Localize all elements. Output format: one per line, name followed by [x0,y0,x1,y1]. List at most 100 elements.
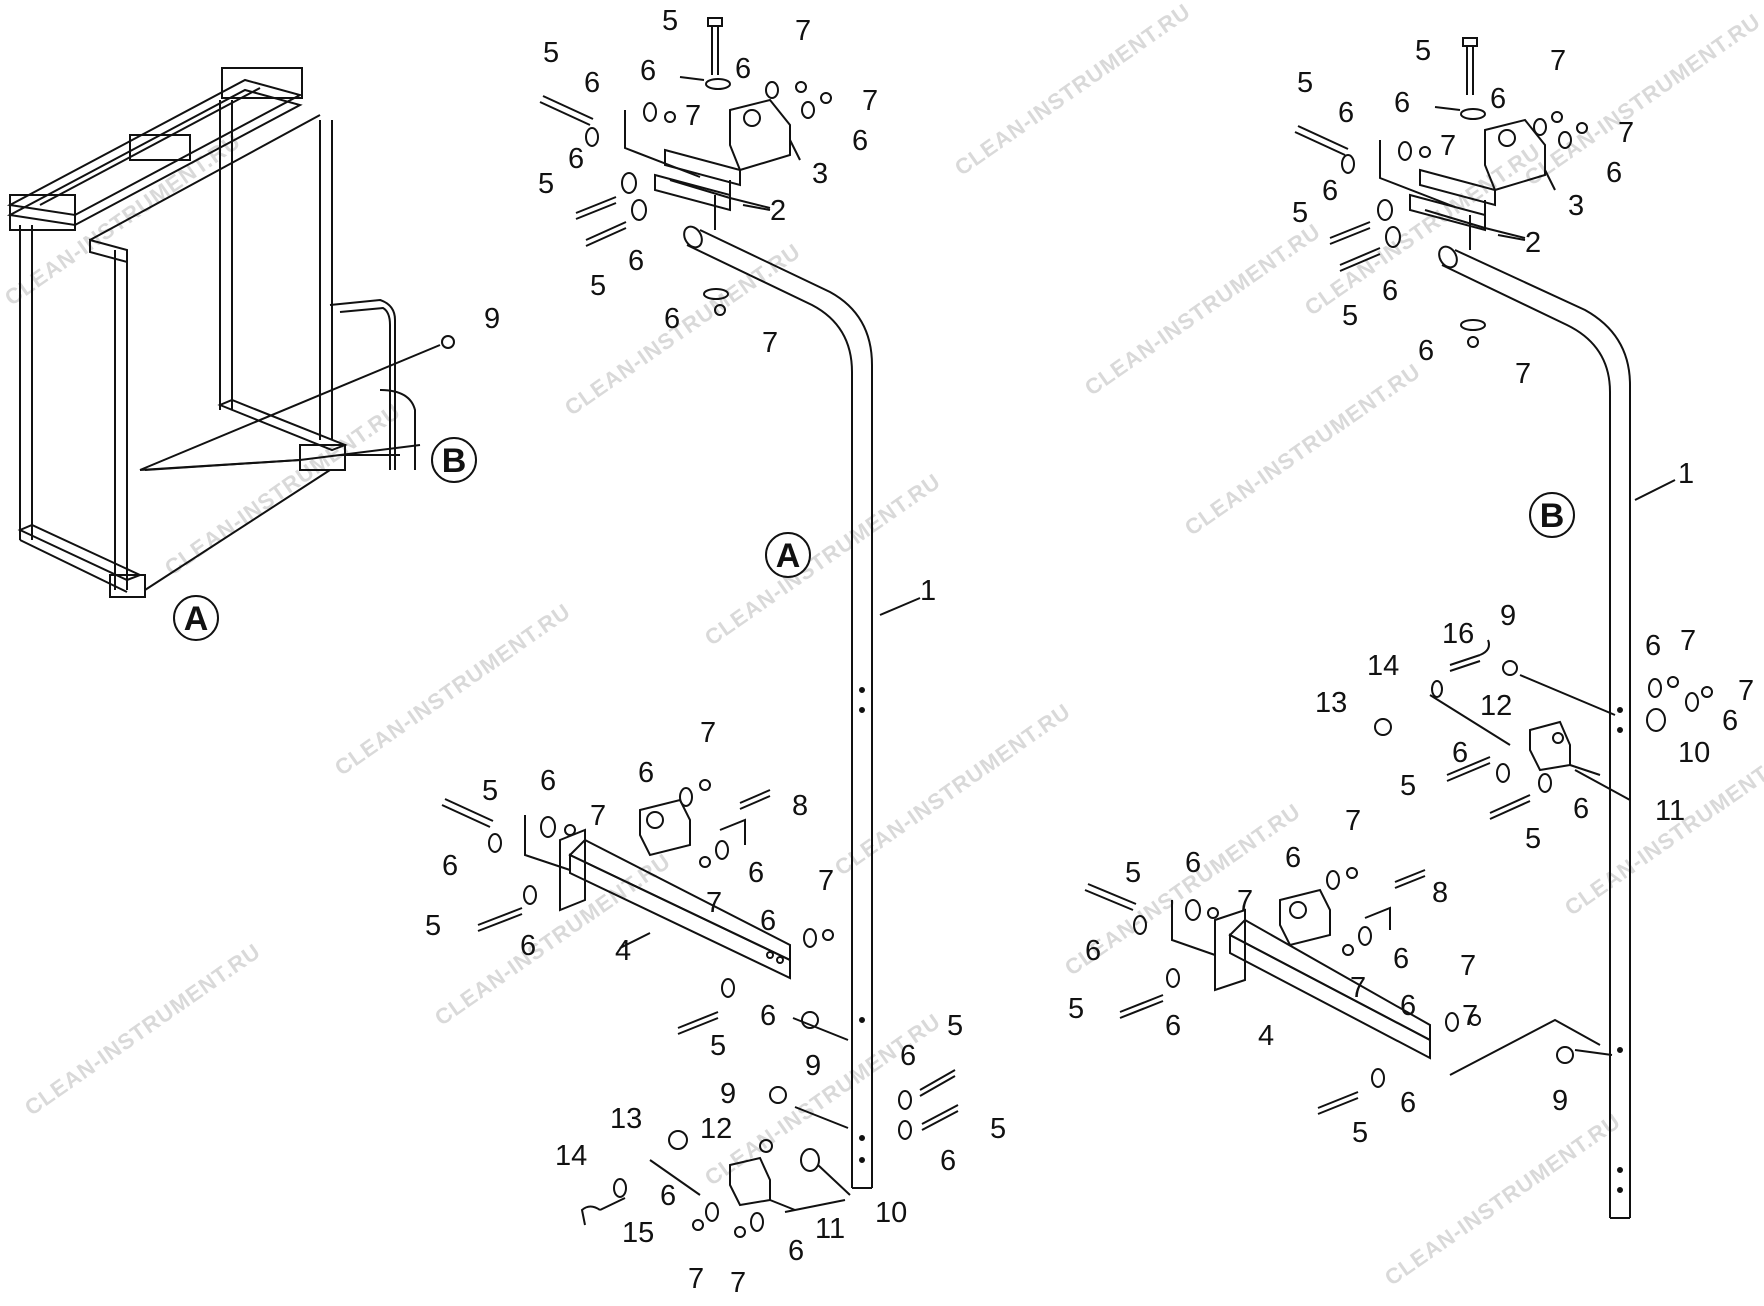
callout-7: 7 [730,1267,746,1299]
callout-6: 6 [1185,847,1201,879]
view-label-text: A [184,600,209,638]
callout-5: 5 [710,1030,726,1062]
callout-7: 7 [700,717,716,749]
callout-6: 6 [760,905,776,937]
callout-6: 6 [852,125,868,157]
callout-7: 7 [688,1263,704,1295]
callout-7: 7 [1618,117,1634,149]
callout-13: 13 [610,1103,642,1135]
callout-6: 6 [940,1145,956,1177]
callout-6: 6 [1606,157,1622,189]
callout-6: 6 [584,67,600,99]
callout-15: 15 [622,1217,654,1249]
callout-12: 12 [700,1113,732,1145]
callout-3: 3 [812,158,828,190]
view-label-text: A [776,537,801,575]
callout-6: 6 [1645,630,1661,662]
callout-7: 7 [762,327,778,359]
view-label-a-overview: A [173,595,219,641]
callout-9: 9 [720,1078,736,1110]
callout-7: 7 [1237,885,1253,917]
callout-5: 5 [425,910,441,942]
callout-5: 5 [538,168,554,200]
callout-9: 9 [1552,1085,1568,1117]
callout-6: 6 [1573,793,1589,825]
callout-14: 14 [555,1140,587,1172]
callout-3: 3 [1568,190,1584,222]
callout-6: 6 [900,1040,916,1072]
callout-5: 5 [1292,197,1308,229]
callout-5: 5 [662,5,678,37]
nut-icon [441,335,455,349]
callout-6: 6 [1418,335,1434,367]
callout-6: 6 [1452,737,1468,769]
callout-12: 12 [1480,690,1512,722]
callout-5: 5 [1297,67,1313,99]
callout-2: 2 [770,195,786,227]
callout-6: 6 [1393,943,1409,975]
callout-7: 7 [1738,675,1754,707]
callout-5: 5 [1342,300,1358,332]
callout-14: 14 [1367,650,1399,682]
callout-7: 7 [1550,45,1566,77]
callout-6: 6 [628,245,644,277]
callout-7: 7 [1680,625,1696,657]
bracket-part-3-a [729,98,791,172]
callout-6: 6 [1722,705,1738,737]
callout-6: 6 [568,143,584,175]
callout-6: 6 [1382,275,1398,307]
callout-6: 6 [760,1000,776,1032]
callout-2: 2 [1525,227,1541,259]
beam-part-4-a [559,828,791,980]
callout-7: 7 [1350,972,1366,1004]
callout-6: 6 [638,757,654,789]
callout-5: 5 [1400,770,1416,802]
callout-16: 16 [1442,618,1474,650]
pipe-part-1-a [683,225,873,1189]
callout-7: 7 [590,800,606,832]
view-label-a: A [765,532,811,578]
callout-9: 9 [1500,600,1516,632]
pipe-part-1-b [1438,245,1631,1219]
callout-7: 7 [1345,805,1361,837]
callout-10: 10 [875,1197,907,1229]
callout-6: 6 [748,857,764,889]
overview-frame [6,67,441,598]
callout-13: 13 [1315,687,1347,719]
callout-8: 8 [792,790,808,822]
callout-6: 6 [1085,935,1101,967]
callout-6: 6 [1338,97,1354,129]
callout-7: 7 [795,15,811,47]
callout-6: 6 [520,930,536,962]
callout-6: 6 [735,53,751,85]
callout-5: 5 [1352,1117,1368,1149]
callout-7: 7 [706,887,722,919]
callout-8: 8 [1432,877,1448,909]
callout-9: 9 [484,303,500,335]
callout-7: 7 [1460,950,1476,982]
callout-6: 6 [540,765,556,797]
callout-6: 6 [1400,990,1416,1022]
callout-6: 6 [1394,87,1410,119]
callout-6: 6 [1285,842,1301,874]
callout-6: 6 [640,55,656,87]
callout-6: 6 [1400,1087,1416,1119]
callout-5: 5 [1525,823,1541,855]
callout-5: 5 [543,37,559,69]
callout-5: 5 [1415,35,1431,67]
callout-5: 5 [1068,993,1084,1025]
callout-4: 4 [615,935,631,967]
callout-6: 6 [660,1180,676,1212]
callout-4: 4 [1258,1020,1274,1052]
callout-7: 7 [862,85,878,117]
callout-5: 5 [947,1010,963,1042]
callout-5: 5 [590,270,606,302]
callout-1: 1 [920,575,936,607]
callout-7: 7 [1515,358,1531,390]
view-label-b: B [1529,492,1575,538]
callout-7: 7 [818,865,834,897]
bracket-part-4-top-a [639,798,691,857]
callout-6: 6 [442,850,458,882]
callout-7: 7 [1440,130,1456,162]
callout-6: 6 [664,303,680,335]
